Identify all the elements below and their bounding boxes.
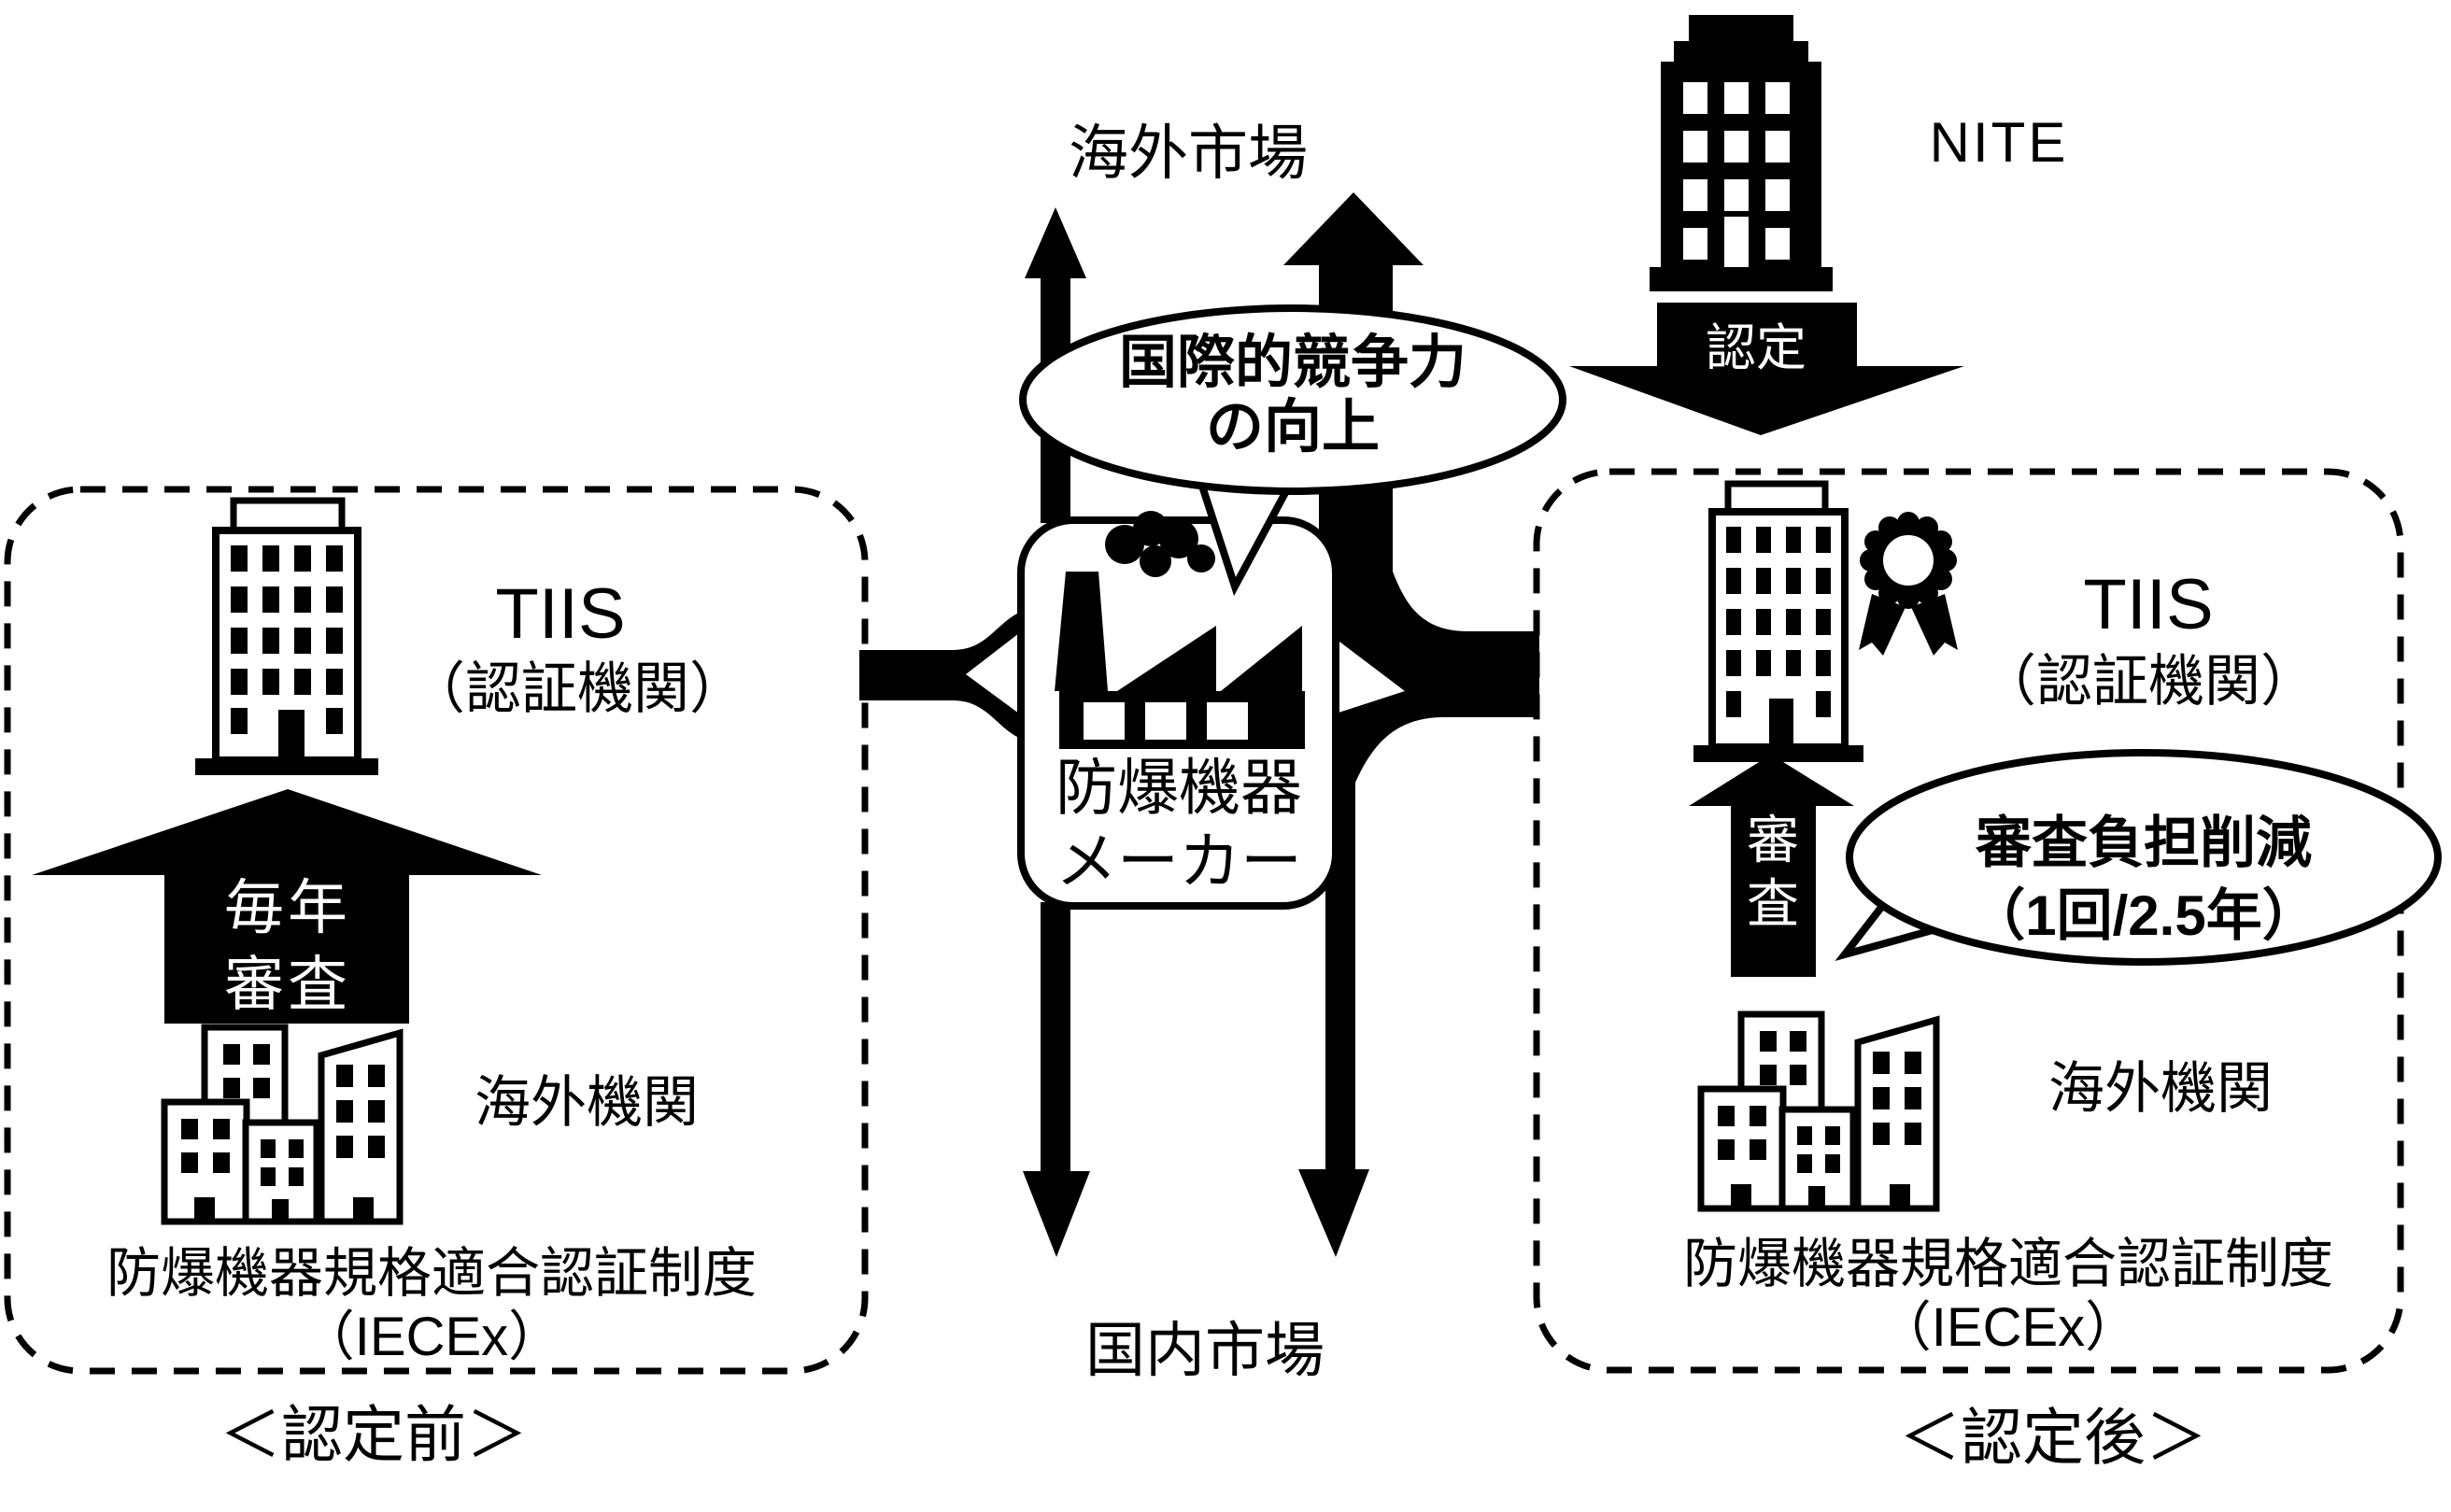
after-tiis-role-label: （認証機関） bbox=[1980, 650, 2316, 713]
before-audit-arrow bbox=[32, 789, 542, 1024]
overseas-market-label: 海外市場 bbox=[1069, 120, 1308, 187]
before-tiis-role-label: （認証機関） bbox=[409, 657, 745, 720]
domestic-left-down-arrow bbox=[1023, 902, 1090, 1257]
after-scheme-label: 防爆機器規格適合認証制度 （IECEx） bbox=[1682, 1234, 2334, 1359]
before-caption: ＜認定前＞ bbox=[220, 1400, 528, 1469]
overseas-buildings-icon-before bbox=[161, 1024, 404, 1225]
nite-label: NITE bbox=[1929, 111, 2069, 174]
accreditation-arrow-label: 認定 bbox=[1706, 320, 1806, 376]
nite-building-icon bbox=[1650, 15, 1833, 291]
tiis-building-icon-after bbox=[1693, 480, 1863, 762]
before-scheme-label: 防爆機器規格適合認証制度 （IECEx） bbox=[106, 1243, 758, 1368]
certification-ribbon-icon bbox=[1859, 512, 1958, 656]
before-tiis-label: TIIS bbox=[495, 574, 626, 654]
left-flow-band bbox=[859, 613, 1019, 738]
before-scheme-box bbox=[4, 486, 869, 1375]
after-caption: ＜認定後＞ bbox=[1899, 1403, 2207, 1472]
before-overseas-org-label: 海外機関 bbox=[475, 1071, 699, 1134]
maker-label: 防爆機器 メーカー bbox=[1055, 753, 1302, 897]
overseas-buildings-icon-after bbox=[1697, 1010, 1940, 1212]
after-scheme-box bbox=[1533, 468, 2404, 1374]
left-band-notch bbox=[966, 633, 1019, 714]
right-band-notch bbox=[1336, 639, 1405, 714]
competitiveness-bubble-text: 国際的競争力 の向上 bbox=[1118, 331, 1467, 460]
speech-bubble-audit-reduction bbox=[1835, 749, 2442, 966]
speech-bubble-competitiveness bbox=[1019, 304, 1566, 597]
maker-box bbox=[1017, 511, 1339, 910]
after-tiis-label: TIIS bbox=[2083, 565, 2214, 644]
accreditation-arrow bbox=[1569, 303, 1964, 435]
right-flow-band bbox=[1336, 572, 1539, 783]
after-overseas-org-label: 海外機関 bbox=[2048, 1057, 2273, 1120]
tiis-building-icon-before bbox=[195, 497, 378, 775]
after-audit-arrow bbox=[1689, 755, 1854, 977]
before-audit-arrow-label: 毎年 審査 bbox=[224, 874, 351, 1018]
domestic-market-label: 国内市場 bbox=[1085, 1317, 1325, 1384]
audit-reduction-bubble-text: 審査負担削減 （1回/2.5年） bbox=[1969, 812, 2318, 947]
factory-icon bbox=[1055, 511, 1305, 749]
after-audit-arrow-label: 審 査 bbox=[1747, 811, 1799, 934]
